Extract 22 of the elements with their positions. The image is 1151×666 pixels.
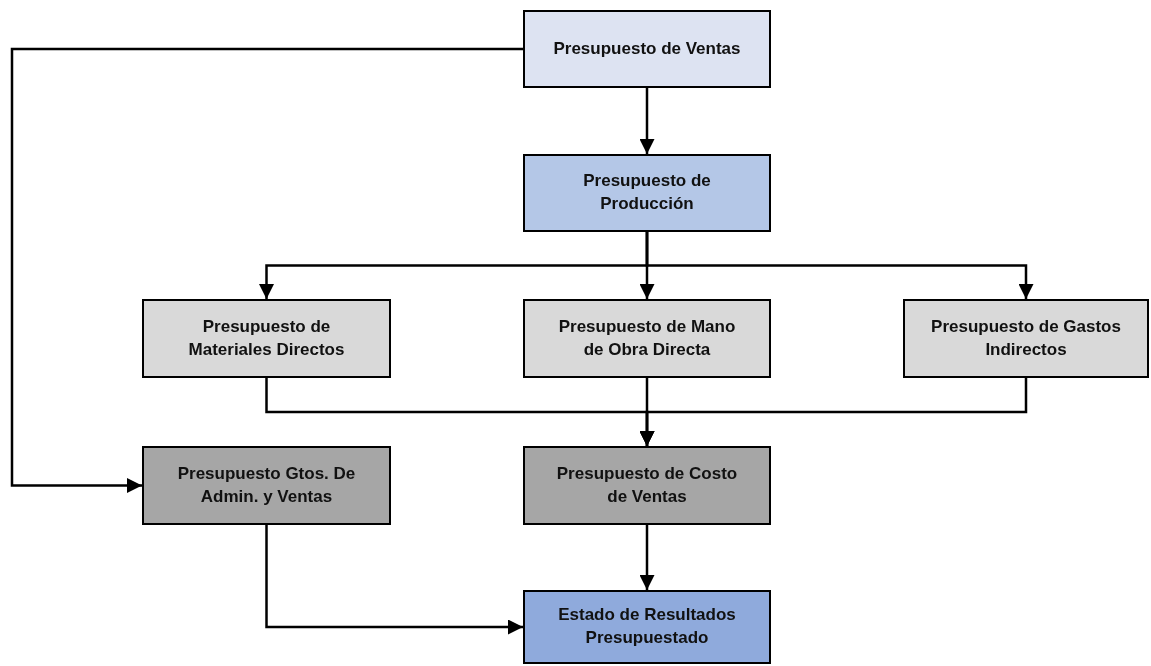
box-label: Presupuesto de Costo de Ventas [555, 462, 739, 508]
box-label: Estado de Resultados Presupuestado [557, 604, 737, 649]
arrow [639, 525, 655, 590]
arrow [639, 88, 655, 154]
box-label: Presupuesto de Ventas [553, 37, 741, 60]
arrow [10, 47, 523, 493]
process-box [142, 299, 391, 378]
process-box [523, 446, 771, 525]
arrow [639, 378, 1028, 446]
process-box [523, 154, 771, 232]
box-label: Presupuesto de Gastos Indirectos [931, 315, 1121, 361]
box-label: Presupuesto de Mano de Obra Directa [557, 315, 737, 361]
process-box [903, 299, 1149, 378]
box-label: Presupuesto de Producción [582, 170, 712, 215]
arrow [645, 232, 1034, 299]
box-label: Presupuesto Gtos. De Admin. y Ventas [176, 462, 357, 508]
process-box [523, 590, 771, 664]
process-box [523, 299, 771, 378]
box-label: Presupuesto de Materiales Directos [187, 315, 346, 361]
process-box [142, 446, 391, 525]
process-box [523, 10, 771, 88]
arrow [265, 525, 523, 635]
